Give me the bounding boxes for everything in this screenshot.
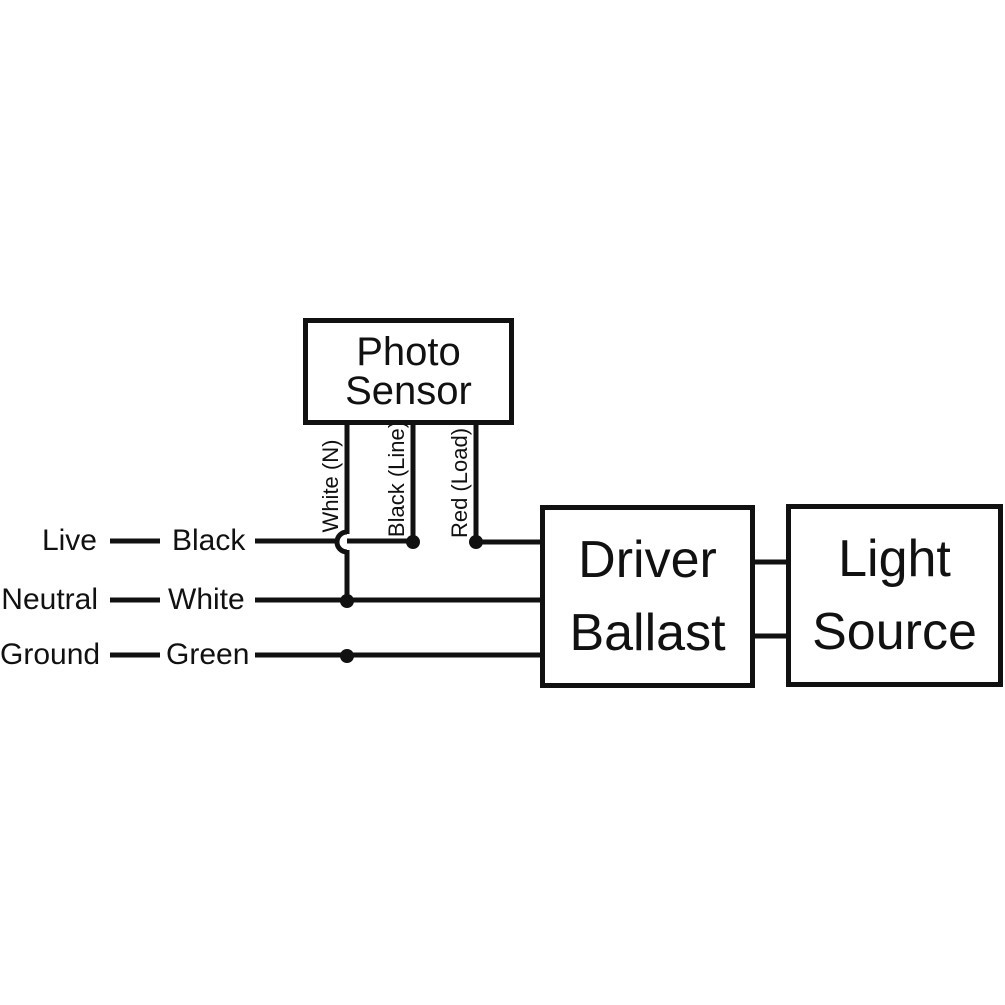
supply-wire-white: White bbox=[168, 583, 245, 616]
supply-terminal-neutral: Neutral bbox=[1, 583, 98, 616]
light-source-label-line1: Light bbox=[838, 529, 951, 588]
photo-sensor-label-line1: Photo bbox=[356, 329, 461, 374]
driver-ballast-label-line2: Ballast bbox=[569, 603, 726, 662]
wire-hop-arc bbox=[334, 529, 348, 555]
driver-ballast-label-line1: Driver bbox=[578, 530, 717, 589]
junction-dot-red-load bbox=[469, 535, 483, 549]
photo-sensor-label-line2: Sensor bbox=[345, 368, 472, 413]
junction-dot-neutral-white bbox=[340, 594, 354, 608]
photo-sensor-box: Photo Sensor bbox=[303, 318, 514, 425]
supply-wire-black: Black bbox=[172, 524, 246, 557]
supply-wire-green: Green bbox=[166, 638, 250, 671]
light-source-box: Light Source bbox=[786, 504, 1003, 687]
sensor-wire-label-red-load: Red (Load) bbox=[447, 427, 472, 539]
junction-dot-live-black bbox=[406, 535, 420, 549]
sensor-wire-label-white-n: White (N) bbox=[318, 439, 343, 533]
driver-ballast-box: Driver Ballast bbox=[540, 505, 755, 688]
supply-terminal-ground: Ground bbox=[0, 638, 101, 671]
supply-terminal-live: Live bbox=[41, 524, 97, 557]
junction-dot-ground bbox=[340, 649, 354, 663]
light-source-label-line2: Source bbox=[812, 602, 977, 661]
sensor-wire-label-black-line: Black (Line) bbox=[384, 420, 409, 538]
